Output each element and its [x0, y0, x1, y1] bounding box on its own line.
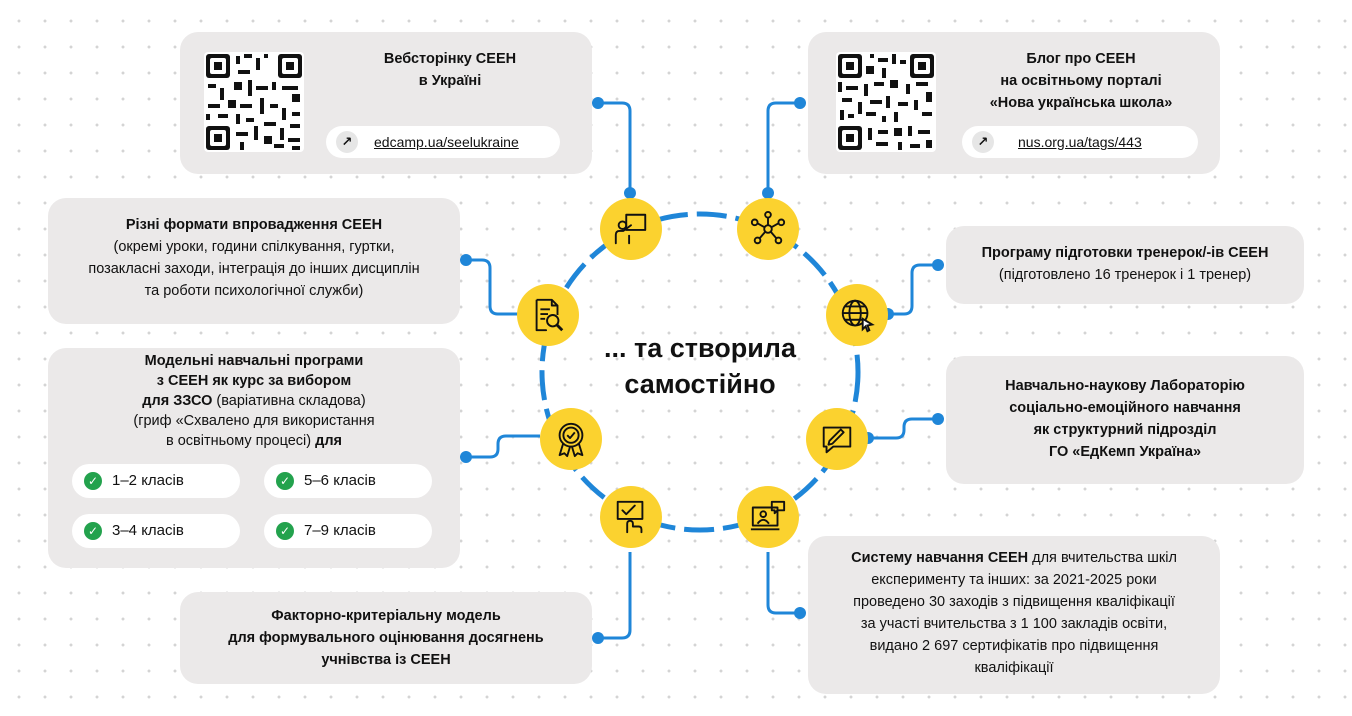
system-line5: видано 2 697 сертифікатів про підвищення — [869, 638, 1159, 654]
blog-title-line1: Блог про СЕЕН — [1026, 51, 1136, 67]
programs-line3-bold: для ЗЗСО — [142, 393, 213, 409]
system-line3: проведено 30 заходів з підвищення кваліф… — [853, 594, 1175, 610]
blog-link[interactable]: ↗ nus.org.ua/tags/443 — [962, 126, 1198, 158]
center-title-line1: ... та створила — [604, 333, 796, 363]
programs-line4: (гриф «Схвалено для використання — [133, 413, 375, 429]
grade-pill-3-4: ✓ 3–4 класів — [72, 514, 240, 548]
programs-line5-regular: в освітньому процесі) — [165, 433, 316, 449]
trainers-card: Програму підготовки тренерок/-ів СЕЕН (п… — [946, 226, 1304, 304]
model-card: Факторно-критеріальну модель для формува… — [180, 592, 592, 684]
system-line1-bold: Систему навчання СЕЕН — [851, 550, 1029, 566]
programs-line3-rest: (варіативна складова) — [212, 393, 366, 409]
webstore-link-text[interactable]: edcamp.ua/seelukraine — [374, 134, 519, 150]
programs-line5: в освітньому процесі) для — [48, 430, 460, 452]
trainers-subtitle: (підготовлено 16 тренерок і 1 тренер) — [998, 267, 1252, 283]
model-line1: Факторно-критеріальну модель — [271, 608, 501, 624]
formats-line2: позакласні заходи, інтеграція до інших д… — [88, 261, 420, 277]
system-line1-rest: для вчительства шкіл — [1028, 550, 1177, 566]
programs-line3: для ЗЗСО (варіативна складова) — [48, 390, 460, 412]
formats-line1: (окремі уроки, години спілкування, гуртк… — [113, 239, 395, 255]
chat-pen-icon — [806, 408, 868, 470]
qr-code-webstore — [204, 52, 304, 152]
grade-label: 3–4 класів — [112, 522, 184, 539]
webstore-title-line2: в Україні — [418, 73, 482, 89]
check-icon: ✓ — [84, 472, 102, 490]
center-title-line2: самостійно — [624, 369, 776, 399]
webstore-title-line1: Вебсторінку СЕЕН — [383, 51, 517, 67]
model-line3: учнівства із СЕЕН — [321, 652, 451, 668]
grade-pill-7-9: ✓ 7–9 класів — [264, 514, 432, 548]
globe-cursor-icon — [826, 284, 888, 346]
programs-line5-bold: для — [315, 433, 343, 449]
grade-label: 7–9 класів — [304, 522, 376, 539]
programs-line2: з СЕЕН як курс за вибором — [156, 373, 352, 389]
model-line2: для формувального оцінювання досягнень — [228, 630, 544, 646]
formats-card: Різні формати впровадження СЕЕН (окремі … — [48, 198, 460, 324]
network-icon — [737, 198, 799, 260]
arrow-up-right-icon: ↗ — [336, 131, 358, 153]
trainers-title: Програму підготовки тренерок/-ів СЕЕН — [981, 245, 1269, 261]
checklist-icon — [600, 486, 662, 548]
programs-card: Модельні навчальні програми з СЕЕН як ку… — [48, 348, 460, 568]
check-icon: ✓ — [276, 472, 294, 490]
formats-line3: та роботи психологічної служби) — [144, 283, 364, 299]
blog-title-line3: «Нова українська школа» — [989, 95, 1173, 111]
blog-link-text[interactable]: nus.org.ua/tags/443 — [1018, 134, 1142, 150]
system-line1: Систему навчання СЕЕН для вчительства шк… — [808, 547, 1220, 569]
blog-title-line2: на освітньому порталі — [1000, 73, 1162, 89]
check-icon: ✓ — [84, 522, 102, 540]
lab-line3: як структурний підрозділ — [1033, 422, 1217, 438]
programs-line1: Модельні навчальні програми — [144, 353, 364, 369]
system-line2: експерименту та інших: за 2021-2025 роки — [871, 572, 1157, 588]
arrow-up-right-icon: ↗ — [972, 131, 994, 153]
center-title: ... та створила самостійно — [560, 330, 840, 402]
document-search-icon — [517, 284, 579, 346]
qr-code-blog — [836, 52, 936, 152]
lab-line1: Навчально-наукову Лабораторію — [1005, 378, 1245, 394]
formats-title: Різні формати впровадження СЕЕН — [125, 217, 383, 233]
lab-card: Навчально-наукову Лабораторію соціально-… — [946, 356, 1304, 484]
grade-pill-5-6: ✓ 5–6 класів — [264, 464, 432, 498]
blog-card: Блог про СЕЕН на освітньому порталі «Нов… — [808, 32, 1220, 174]
system-line4: за участі вчительства з 1 100 закладів о… — [860, 616, 1168, 632]
system-line6: кваліфікації — [974, 660, 1054, 676]
award-badge-icon — [540, 408, 602, 470]
lab-line4: ГО «ЕдКемп Україна» — [1048, 444, 1202, 460]
grade-label: 1–2 класів — [112, 472, 184, 489]
webstore-link[interactable]: ↗ edcamp.ua/seelukraine — [326, 126, 560, 158]
check-icon: ✓ — [276, 522, 294, 540]
presentation-icon — [600, 198, 662, 260]
webstore-card: Вебсторінку СЕЕН в Україні ↗ edcamp.ua/s… — [180, 32, 592, 174]
video-call-icon — [737, 486, 799, 548]
system-card: Систему навчання СЕЕН для вчительства шк… — [808, 536, 1220, 694]
lab-line2: соціально-емоційного навчання — [1009, 400, 1241, 416]
grade-pill-1-2: ✓ 1–2 класів — [72, 464, 240, 498]
grade-label: 5–6 класів — [304, 472, 376, 489]
